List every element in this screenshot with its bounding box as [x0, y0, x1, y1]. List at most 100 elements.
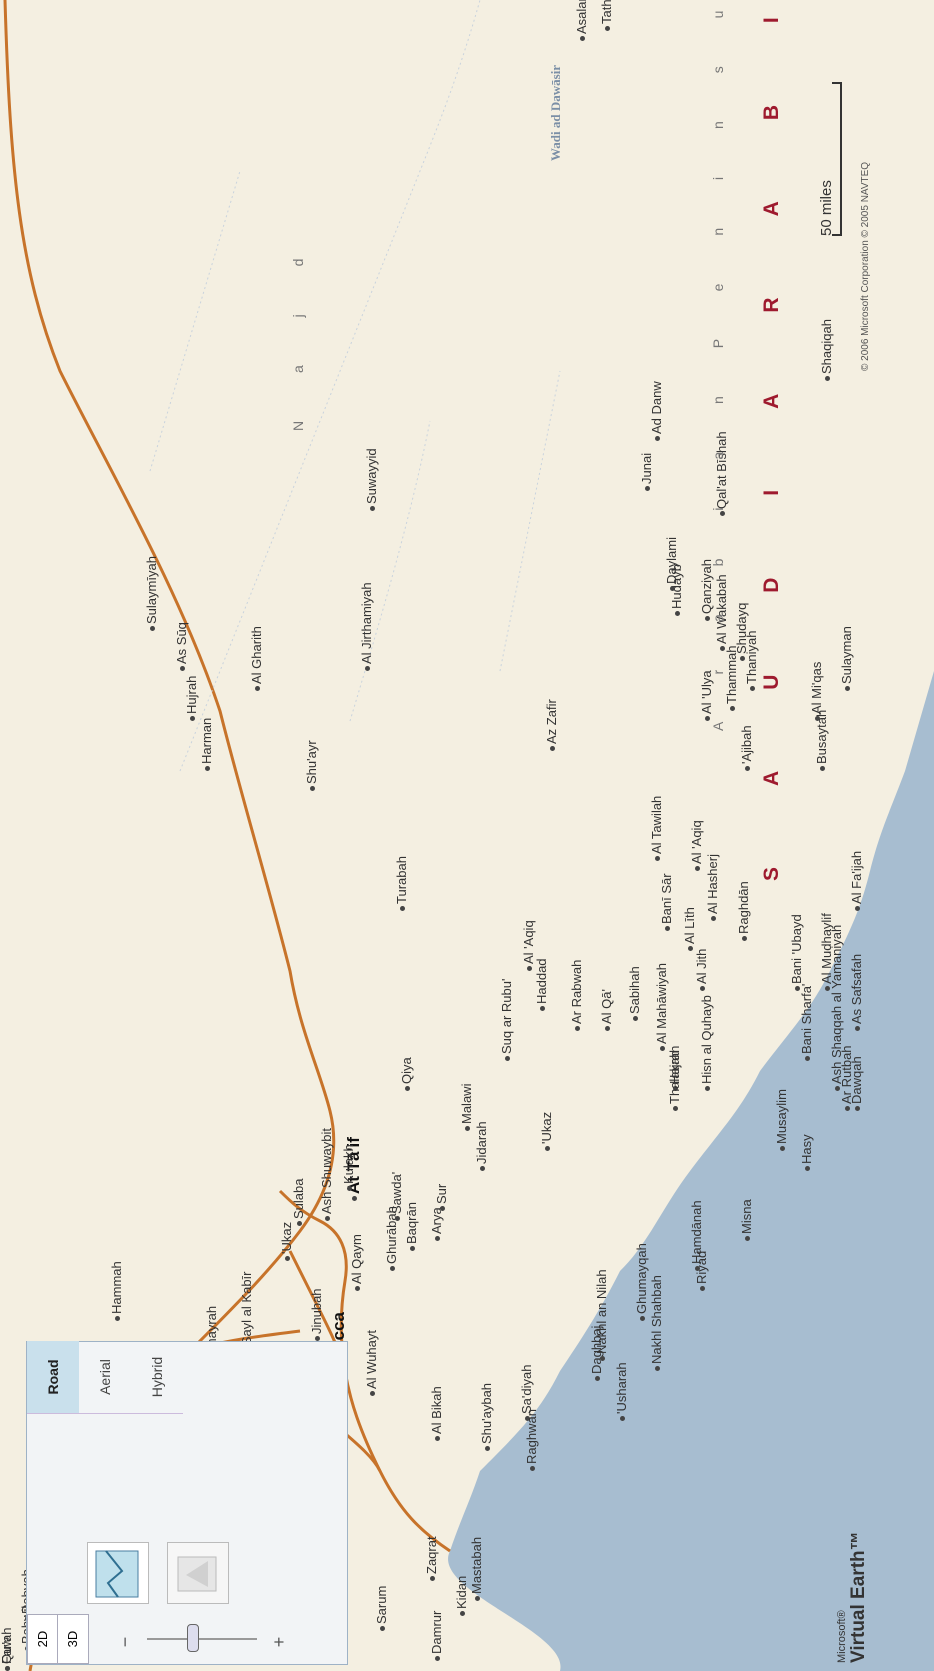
place-label[interactable]: Ar Rabwah: [569, 960, 584, 1031]
place-label[interactable]: Hujrah: [184, 676, 199, 721]
place-label[interactable]: Malawi: [459, 1084, 474, 1131]
place-label[interactable]: Al Qaym: [349, 1234, 364, 1291]
place-label[interactable]: Shaqiqah: [819, 319, 834, 381]
place-label[interactable]: Bani 'Ubayd: [789, 914, 804, 991]
place-label[interactable]: Hammah: [109, 1261, 124, 1321]
place-label[interactable]: Tathlith: [599, 0, 614, 31]
place-label[interactable]: Daylami: [664, 537, 679, 591]
place-label[interactable]: Ghumayqah: [634, 1243, 649, 1321]
place-label[interactable]: Al Hasherj: [705, 854, 720, 921]
place-label[interactable]: Al Fa'ijah: [849, 851, 864, 911]
place-marker-icon: [180, 666, 186, 671]
place-name: 'Ajibah: [739, 725, 754, 764]
birdseye-view-button[interactable]: [167, 1542, 229, 1604]
mode-2d-button[interactable]: 2D: [27, 1614, 59, 1664]
place-label[interactable]: Sarum: [374, 1586, 389, 1631]
place-label[interactable]: Banī Sār: [659, 873, 674, 931]
place-label[interactable]: Musaylim: [774, 1089, 789, 1151]
place-label[interactable]: Ash Shuwaybit: [319, 1128, 334, 1221]
place-label[interactable]: Sulaba: [291, 1179, 306, 1226]
mode-3d-button[interactable]: 3D: [57, 1614, 89, 1664]
place-label[interactable]: Thalakah: [667, 1051, 682, 1111]
place-label[interactable]: 'Usharah: [614, 1362, 629, 1421]
place-label[interactable]: Suq ar Rubu': [499, 979, 514, 1061]
place-label[interactable]: Jidarah: [474, 1121, 489, 1171]
place-label[interactable]: Quw: [0, 1637, 14, 1671]
place-label[interactable]: Baqrān: [404, 1202, 419, 1251]
place-label[interactable]: Shu'aybah: [479, 1383, 494, 1451]
place-marker-icon: [700, 986, 706, 991]
place-label[interactable]: Turabah: [394, 856, 409, 911]
place-label[interactable]: 'Ukaz: [539, 1112, 554, 1151]
place-label[interactable]: Al Jirthamiyah: [359, 582, 374, 671]
place-label[interactable]: Shudayq: [734, 603, 749, 661]
place-label[interactable]: Sulaymīyah: [144, 556, 159, 631]
place-label[interactable]: Asalan: [574, 0, 589, 41]
place-label[interactable]: Suwayyid: [364, 448, 379, 511]
place-marker-icon: [440, 1206, 446, 1211]
place-label[interactable]: Qiya: [399, 1057, 414, 1091]
zoom-out-button[interactable]: −: [115, 1636, 135, 1648]
place-name: Zaqrat: [424, 1536, 439, 1574]
place-label[interactable]: As Safsafah: [849, 954, 864, 1031]
place-label[interactable]: As Sūq: [174, 622, 189, 671]
place-label[interactable]: Jinubah: [309, 1288, 324, 1341]
place-label[interactable]: Sawda': [389, 1172, 404, 1221]
place-label[interactable]: Damrur: [429, 1611, 444, 1661]
place-label[interactable]: Al Līth: [682, 907, 697, 951]
place-label[interactable]: Junai: [639, 453, 654, 491]
map-type-aerial[interactable]: Aerial: [79, 1341, 131, 1414]
zoom-in-button[interactable]: +: [269, 1636, 289, 1648]
place-label[interactable]: Nakhl an Nilah: [594, 1269, 609, 1361]
place-label[interactable]: Al Bikah: [429, 1386, 444, 1441]
place-label[interactable]: Bani Sharfa': [799, 984, 814, 1061]
place-label[interactable]: Zaqrat: [424, 1536, 439, 1581]
place-label[interactable]: Kulakh: [341, 1144, 356, 1191]
place-label[interactable]: Harman: [199, 718, 214, 771]
map-type-hybrid[interactable]: Hybrid: [131, 1341, 183, 1414]
place-label[interactable]: Sur: [434, 1184, 449, 1211]
place-label[interactable]: Haddad: [534, 958, 549, 1011]
place-label[interactable]: Al Gharith: [249, 626, 264, 691]
road-mecca-taif: [278, 1189, 348, 1372]
place-label[interactable]: 'Ajibah: [739, 725, 754, 771]
place-label[interactable]: Al Mudhaylif: [819, 913, 834, 991]
navigation-control-panel[interactable]: 2D 3D + − Road Aerial Hy: [26, 1341, 348, 1665]
place-label[interactable]: Mastabah: [469, 1537, 484, 1601]
place-label[interactable]: Arya: [429, 1207, 444, 1241]
place-label[interactable]: Sabihah: [627, 966, 642, 1021]
zoom-thumb[interactable]: [186, 1624, 199, 1652]
place-marker-icon: [600, 1356, 606, 1361]
place-label[interactable]: Al Mahāwiyah: [654, 963, 669, 1051]
place-label[interactable]: Sulayman: [839, 626, 854, 691]
place-label[interactable]: Al Wuhayt: [364, 1330, 379, 1396]
place-label[interactable]: Misna: [739, 1199, 754, 1241]
place-label[interactable]: Shu'ayr: [304, 740, 319, 791]
map-type-road[interactable]: Road: [27, 1341, 79, 1414]
place-label[interactable]: Kidan: [454, 1576, 469, 1616]
place-label[interactable]: Hasy: [799, 1134, 814, 1171]
place-marker-icon: [115, 1316, 121, 1321]
place-label[interactable]: Dawqah: [849, 1056, 864, 1111]
place-label[interactable]: Al 'Aqiq: [689, 820, 704, 871]
place-label[interactable]: Raghwan: [524, 1409, 539, 1471]
place-label[interactable]: Al Qā': [599, 989, 614, 1031]
zoom-slider[interactable]: [137, 1624, 267, 1654]
place-label[interactable]: Al 'Aqiq: [521, 920, 536, 971]
place-label[interactable]: Al Mi'qas: [809, 662, 824, 721]
place-label[interactable]: Hamdānah: [689, 1200, 704, 1271]
place-marker-icon: [505, 1056, 511, 1061]
place-marker-icon: [750, 686, 756, 691]
place-label[interactable]: 'Ukaz: [279, 1222, 294, 1261]
map-view-button[interactable]: [87, 1542, 149, 1604]
place-label[interactable]: Hisn al Quhayb: [699, 995, 714, 1091]
place-label[interactable]: Al Tawilah: [649, 796, 664, 861]
place-label[interactable]: Al Jith: [694, 949, 709, 991]
place-label[interactable]: Nakhl Shahbah: [649, 1275, 664, 1371]
place-name: Haddad: [534, 958, 549, 1004]
place-label[interactable]: Raghdān: [736, 881, 751, 941]
place-label[interactable]: Az Zafir: [544, 699, 559, 751]
place-label[interactable]: Ad Danw: [649, 381, 664, 441]
